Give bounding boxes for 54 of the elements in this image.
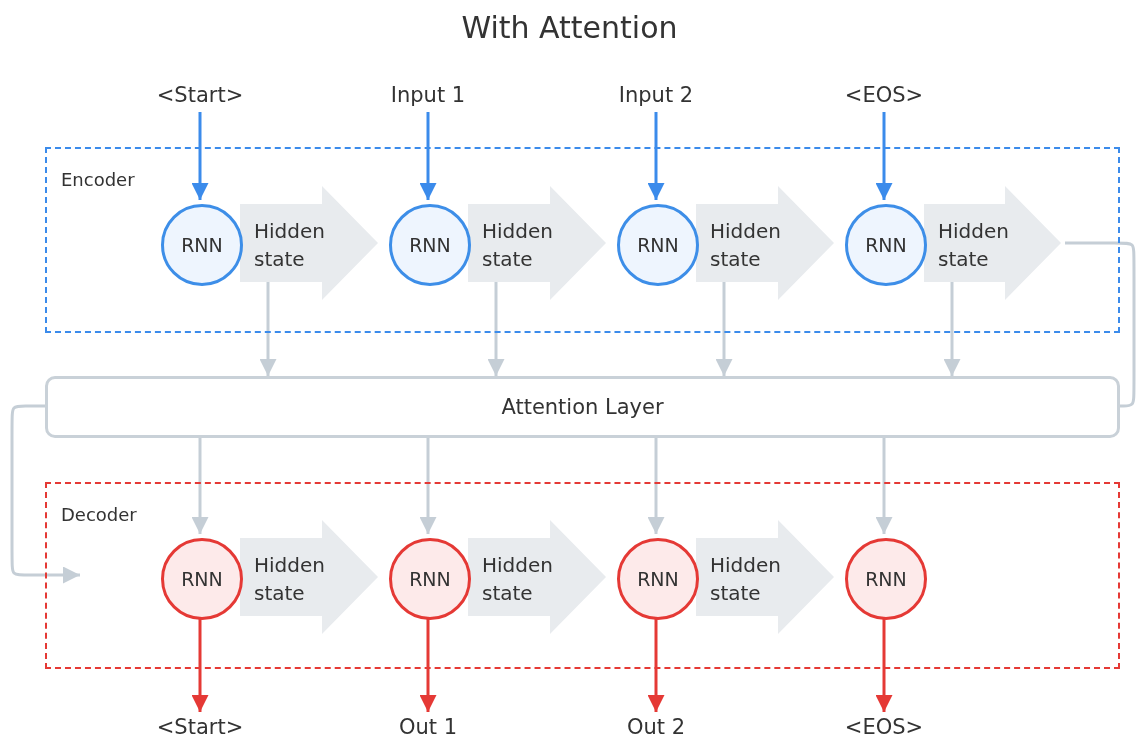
group-label: Decoder [61,504,137,525]
connector-line [1065,241,1136,408]
dashed-group-frame [45,147,1120,333]
arrow [647,618,665,712]
arrow [647,438,665,534]
rnn-cell-circle: RNN [161,538,243,620]
token-label: Out 2 [586,712,726,742]
block-arrow [240,520,378,634]
block-arrow [696,520,834,634]
hidden-state-label: Hidden state [482,551,568,607]
arrow [875,438,893,534]
token-label: <Start> [130,80,270,112]
diagram-title: With Attention [460,10,679,45]
layer-box: Attention Layer [45,376,1120,438]
arrow [487,282,505,376]
dashed-group-frame [45,482,1120,669]
block-arrow [696,186,834,300]
arrow [10,404,80,584]
arrow [191,618,209,712]
block-arrow [468,520,606,634]
hidden-state-label: Hidden state [482,217,568,273]
token-label: <Start> [130,712,270,742]
hidden-state-label: Hidden state [254,217,340,273]
block-arrow [924,186,1061,300]
token-label: <EOS> [814,80,954,112]
token-label: Input 2 [586,80,726,112]
arrow [259,282,277,376]
arrow [875,112,893,200]
rnn-cell-circle: RNN [617,538,699,620]
arrow [419,112,437,200]
hidden-state-label: Hidden state [710,217,796,273]
arrow [191,112,209,200]
hidden-state-label: Hidden state [254,551,340,607]
arrow [875,618,893,712]
arrow [419,438,437,534]
block-arrow [468,186,606,300]
arrow [419,618,437,712]
block-arrow [240,186,378,300]
rnn-cell-circle: RNN [389,204,471,286]
rnn-cell-circle: RNN [845,204,927,286]
arrow [191,438,209,534]
group-label: Encoder [61,169,135,190]
rnn-cell-circle: RNN [161,204,243,286]
hidden-state-label: Hidden state [938,217,1024,273]
arrow [943,282,961,376]
rnn-cell-circle: RNN [617,204,699,286]
token-label: Out 1 [358,712,498,742]
arrow [715,282,733,376]
hidden-state-label: Hidden state [710,551,796,607]
rnn-cell-circle: RNN [845,538,927,620]
rnn-cell-circle: RNN [389,538,471,620]
token-label: <EOS> [814,712,954,742]
arrow [647,112,665,200]
token-label: Input 1 [358,80,498,112]
